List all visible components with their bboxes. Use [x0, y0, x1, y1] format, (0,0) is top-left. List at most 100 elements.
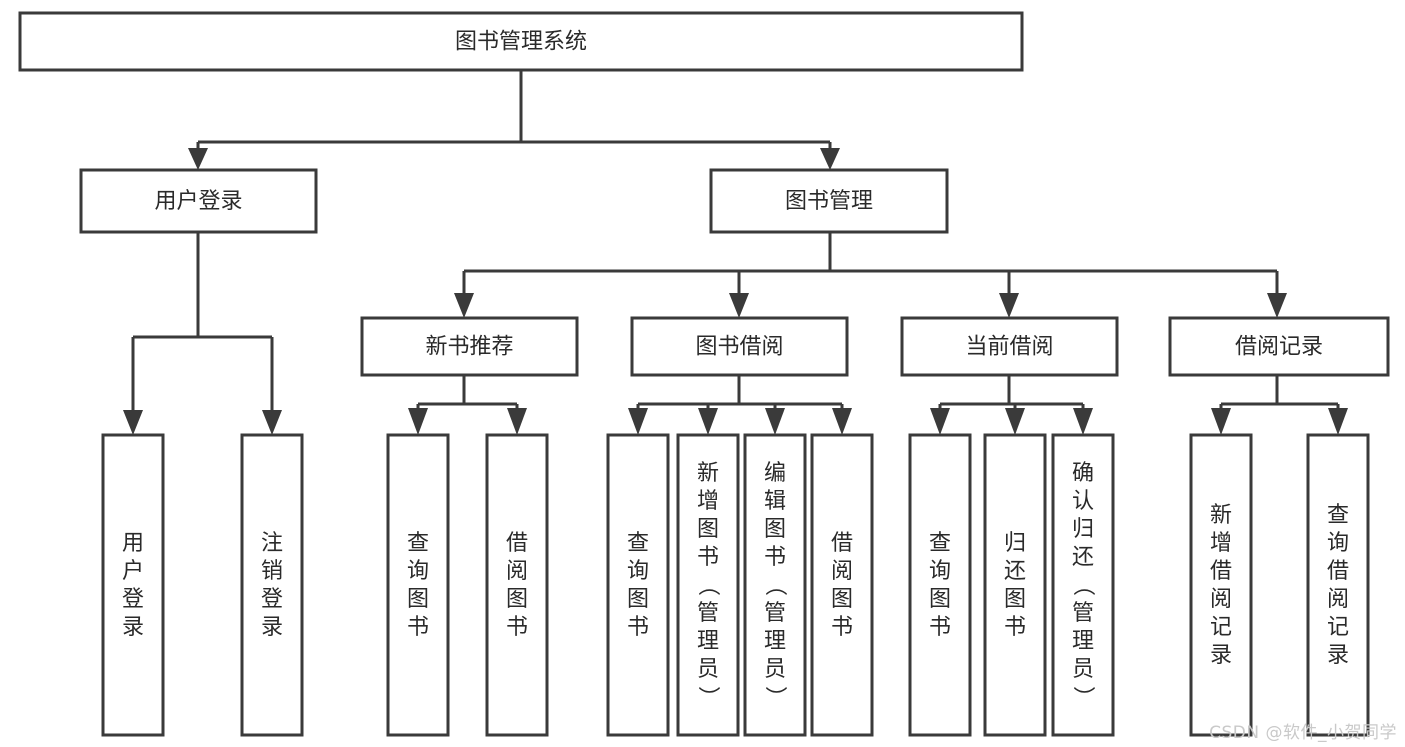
- node-label-leaf-query-book-current-char-2: 图: [929, 587, 951, 612]
- arrow-head-leaf-query-borrow-record: [1328, 408, 1348, 435]
- node-box-book-borrow: [630, 316, 849, 377]
- node-box-leaf-borrow-book-recommend: [485, 433, 549, 737]
- node-box-leaf-query-book-borrow: [606, 433, 670, 737]
- node-label-leaf-add-book-char-1: 增: [697, 489, 719, 514]
- node-label-leaf-query-book-borrow-char-3: 书: [627, 615, 649, 640]
- node-label-leaf-confirm-return-char-3: 还: [1072, 545, 1094, 570]
- node-label-leaf-confirm-return-char-1: 认: [1072, 489, 1094, 514]
- node-label-leaf-add-borrow-record-char-1: 增: [1210, 531, 1232, 556]
- node-label-leaf-borrow-book-recommend-char-1: 阅: [506, 559, 528, 584]
- arrow-head-leaf-borrow-book-recommend: [507, 408, 527, 435]
- node-box-leaf-query-book-current: [908, 433, 972, 737]
- node-label-leaf-borrow-book-char-2: 图: [831, 587, 853, 612]
- node-label-leaf-query-book-recommend-char-2: 图: [407, 587, 429, 612]
- node-box-leaf-add-borrow-record: [1189, 433, 1253, 737]
- node-label-leaf-edit-book-char-3: 书: [764, 545, 786, 570]
- csdn-watermark: CSDN @软件_小贺同学: [1209, 723, 1397, 743]
- node-label-user-login: 用户登录: [154, 189, 242, 214]
- node-label-leaf-user-login-char-1: 户: [122, 559, 144, 584]
- node-label-leaf-user-login-char-3: 录: [122, 615, 144, 640]
- node-label-leaf-edit-book-char-4: （: [762, 574, 787, 596]
- arrow-head-leaf-confirm-return: [1073, 408, 1093, 435]
- node-label-leaf-add-book-char-8: ）: [695, 686, 720, 708]
- node-label-leaf-return-book-char-3: 书: [1004, 615, 1026, 640]
- node-user-login[interactable]: 用户登录: [79, 168, 318, 234]
- node-new-book-recommend[interactable]: 新书推荐: [360, 316, 579, 377]
- node-label-leaf-borrow-book-recommend-char-0: 借: [506, 531, 528, 556]
- node-box-leaf-confirm-return: [1051, 433, 1115, 737]
- node-label-leaf-user-login-char-0: 用: [122, 531, 144, 556]
- node-label-leaf-query-borrow-record-char-0: 查: [1327, 503, 1349, 528]
- node-label-leaf-query-borrow-record-char-5: 录: [1327, 643, 1349, 668]
- node-box-user-login: [79, 168, 318, 234]
- node-label-leaf-query-book-current-char-3: 书: [929, 615, 951, 640]
- arrow-head-leaf-query-book-current: [930, 408, 950, 435]
- node-label-current-borrow: 当前借阅: [965, 335, 1053, 360]
- node-label-leaf-confirm-return-char-2: 归: [1072, 517, 1094, 542]
- node-label-leaf-add-book-char-6: 理: [697, 629, 719, 654]
- node-label-leaf-query-book-recommend-char-3: 书: [407, 615, 429, 640]
- node-box-leaf-add-book: [676, 433, 740, 737]
- node-box-leaf-user-logout: [240, 433, 304, 737]
- node-box-leaf-return-book: [983, 433, 1047, 737]
- node-box-leaf-query-borrow-record: [1306, 433, 1370, 737]
- arrow-head-leaf-user-logout: [262, 410, 282, 435]
- node-current-borrow[interactable]: 当前借阅: [900, 316, 1119, 377]
- node-label-leaf-add-book-char-4: （: [695, 574, 720, 596]
- node-label-leaf-add-book-char-3: 书: [697, 545, 719, 570]
- node-label-leaf-add-book-char-2: 图: [697, 517, 719, 542]
- node-label-leaf-confirm-return-char-8: ）: [1070, 686, 1095, 708]
- node-label-leaf-query-book-current-char-1: 询: [929, 559, 951, 584]
- node-label-leaf-borrow-book-char-0: 借: [831, 531, 853, 556]
- node-leaf-user-login[interactable]: 用户登录: [101, 433, 165, 737]
- node-label-leaf-edit-book-char-6: 理: [764, 629, 786, 654]
- node-box-root: [18, 11, 1024, 72]
- node-label-leaf-confirm-return-char-7: 员: [1072, 657, 1094, 682]
- connector-layer: [123, 70, 1348, 435]
- node-label-leaf-add-borrow-record-char-0: 新: [1210, 503, 1232, 528]
- node-book-management[interactable]: 图书管理: [709, 168, 949, 234]
- node-label-leaf-edit-book-char-7: 员: [764, 657, 786, 682]
- arrow-head-leaf-add-book: [698, 408, 718, 435]
- node-label-leaf-user-login-char-2: 登: [122, 587, 144, 612]
- node-box-leaf-query-book-recommend: [386, 433, 450, 737]
- node-label-leaf-query-borrow-record-char-2: 借: [1327, 559, 1349, 584]
- node-label-leaf-borrow-book-char-1: 阅: [831, 559, 853, 584]
- arrow-head-leaf-return-book: [1005, 408, 1025, 435]
- node-label-leaf-return-book-char-2: 图: [1004, 587, 1026, 612]
- node-box-new-book-recommend: [360, 316, 579, 377]
- node-label-leaf-user-logout-char-1: 销: [261, 559, 283, 584]
- node-label-leaf-edit-book-char-0: 编: [764, 461, 786, 486]
- node-label-book-borrow: 图书借阅: [695, 335, 783, 360]
- node-label-book-management: 图书管理: [785, 189, 873, 214]
- node-label-leaf-borrow-book-recommend-char-3: 书: [506, 615, 528, 640]
- arrow-head-book-management: [820, 148, 840, 170]
- node-box-current-borrow: [900, 316, 1119, 377]
- arrow-head-leaf-query-book-recommend: [408, 408, 428, 435]
- node-label-leaf-borrow-book-recommend-char-2: 图: [506, 587, 528, 612]
- node-book-borrow[interactable]: 图书借阅: [630, 316, 849, 377]
- node-label-leaf-add-borrow-record-char-5: 录: [1210, 643, 1232, 668]
- node-label-leaf-query-borrow-record-char-3: 阅: [1327, 587, 1349, 612]
- node-borrow-record[interactable]: 借阅记录: [1168, 316, 1390, 377]
- node-root[interactable]: 图书管理系统: [18, 11, 1024, 72]
- node-box-borrow-record: [1168, 316, 1390, 377]
- node-label-leaf-query-book-borrow-char-2: 图: [627, 587, 649, 612]
- node-label-leaf-user-logout-char-0: 注: [261, 531, 283, 556]
- arrow-head-leaf-query-book-borrow: [628, 408, 648, 435]
- arrow-head-leaf-add-borrow-record: [1211, 408, 1231, 435]
